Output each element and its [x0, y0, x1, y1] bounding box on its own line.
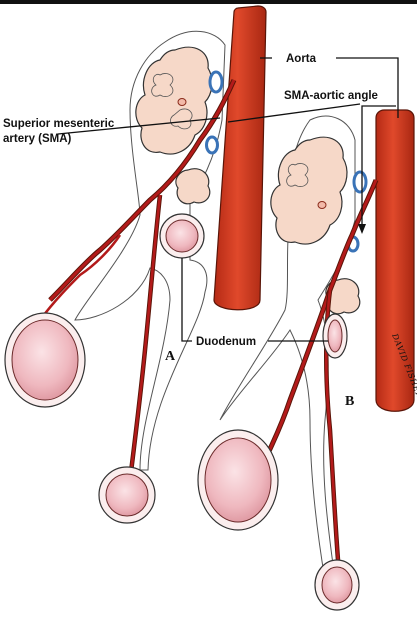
label-panel-a: A — [165, 349, 176, 364]
sma-a-branch2-inner — [128, 194, 162, 481]
duodenum-leader-a — [181, 258, 192, 342]
aorta-a — [213, 5, 267, 311]
pancreas-lobule-a2 — [170, 108, 193, 130]
sma-a-inner — [48, 79, 236, 302]
label-duodenum: Duodenum — [196, 336, 256, 348]
sma-b-inner — [248, 179, 378, 491]
aorta-b — [375, 109, 415, 412]
sma-a-branch3 — [39, 234, 122, 321]
bowel-b-left-inner — [204, 437, 272, 523]
label-aorta: Aorta — [286, 53, 317, 65]
angle-leader-a — [227, 103, 361, 123]
vein-b-upper — [352, 170, 368, 194]
angle-arrow — [358, 224, 366, 234]
label-sma-line2: artery (SMA) — [3, 133, 72, 145]
top-border — [0, 0, 417, 4]
angle-leader-b — [361, 105, 396, 228]
panel-b — [197, 109, 415, 611]
bowel-b-bottom-inner — [321, 566, 353, 604]
leader-lines — [57, 57, 399, 342]
vein-a-upper — [208, 70, 224, 94]
label-sma-line1: Superior mesenteric — [3, 118, 115, 130]
pancreas-b — [270, 136, 348, 245]
panel-a — [4, 5, 267, 524]
bowel-a-bottom-inner — [105, 473, 149, 517]
label-sma-aortic-angle: SMA-aortic angle — [284, 90, 378, 102]
label-panel-b: B — [345, 394, 354, 409]
pancreatic-duct-b — [317, 201, 327, 209]
pancreas-lobule-a — [151, 73, 174, 97]
pancreas-fragment-b — [325, 278, 361, 315]
duodenum-a-inner — [165, 219, 199, 253]
vein-a-lower — [205, 135, 219, 155]
pancreatic-duct-a — [177, 98, 187, 106]
pancreas-lobule-b — [286, 163, 309, 187]
pancreas-fragment-a — [175, 168, 211, 205]
aorta-leader-b — [336, 57, 399, 118]
bowel-a-left-inner — [11, 319, 79, 401]
sma-leader — [57, 117, 221, 135]
duodenum-b-inner — [327, 319, 343, 353]
